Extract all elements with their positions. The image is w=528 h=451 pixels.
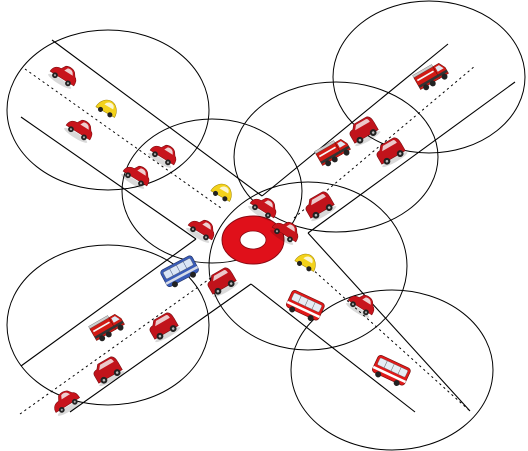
road-edge-nw-lower — [21, 117, 196, 239]
red-car-icon — [120, 159, 154, 191]
roadside-unit-ring-icon — [222, 216, 284, 264]
road-edge-sw-upper — [21, 239, 196, 366]
red-suv-icon — [146, 310, 182, 344]
road-edge-nw-upper — [52, 40, 262, 196]
blue-bus-icon — [159, 255, 201, 291]
road-edge-sw-lower — [70, 284, 251, 412]
lane-divider-nw — [25, 69, 221, 208]
red-bus-icon — [370, 354, 412, 389]
road-edge-se-lower — [251, 284, 415, 412]
red-car-icon — [47, 59, 81, 91]
red-car-icon — [63, 113, 97, 145]
red-suv-icon — [90, 354, 126, 388]
red-bus-icon — [284, 289, 326, 324]
lane-divider-sw — [20, 270, 222, 414]
fire-truck-icon — [412, 59, 450, 92]
yellow-car-icon — [210, 180, 236, 204]
red-suv-icon — [346, 114, 382, 148]
red-car-icon — [49, 386, 83, 418]
fire-truck-icon — [88, 310, 126, 343]
road-edge-ne-upper — [262, 44, 448, 196]
red-suv-icon — [302, 189, 338, 223]
red-car-icon — [147, 138, 181, 170]
road-edge-se-upper — [308, 233, 470, 411]
yellow-car-icon — [294, 250, 320, 274]
yellow-car-icon — [95, 96, 121, 120]
fire-truck-icon — [314, 135, 352, 168]
lane-divider-se — [311, 268, 470, 411]
